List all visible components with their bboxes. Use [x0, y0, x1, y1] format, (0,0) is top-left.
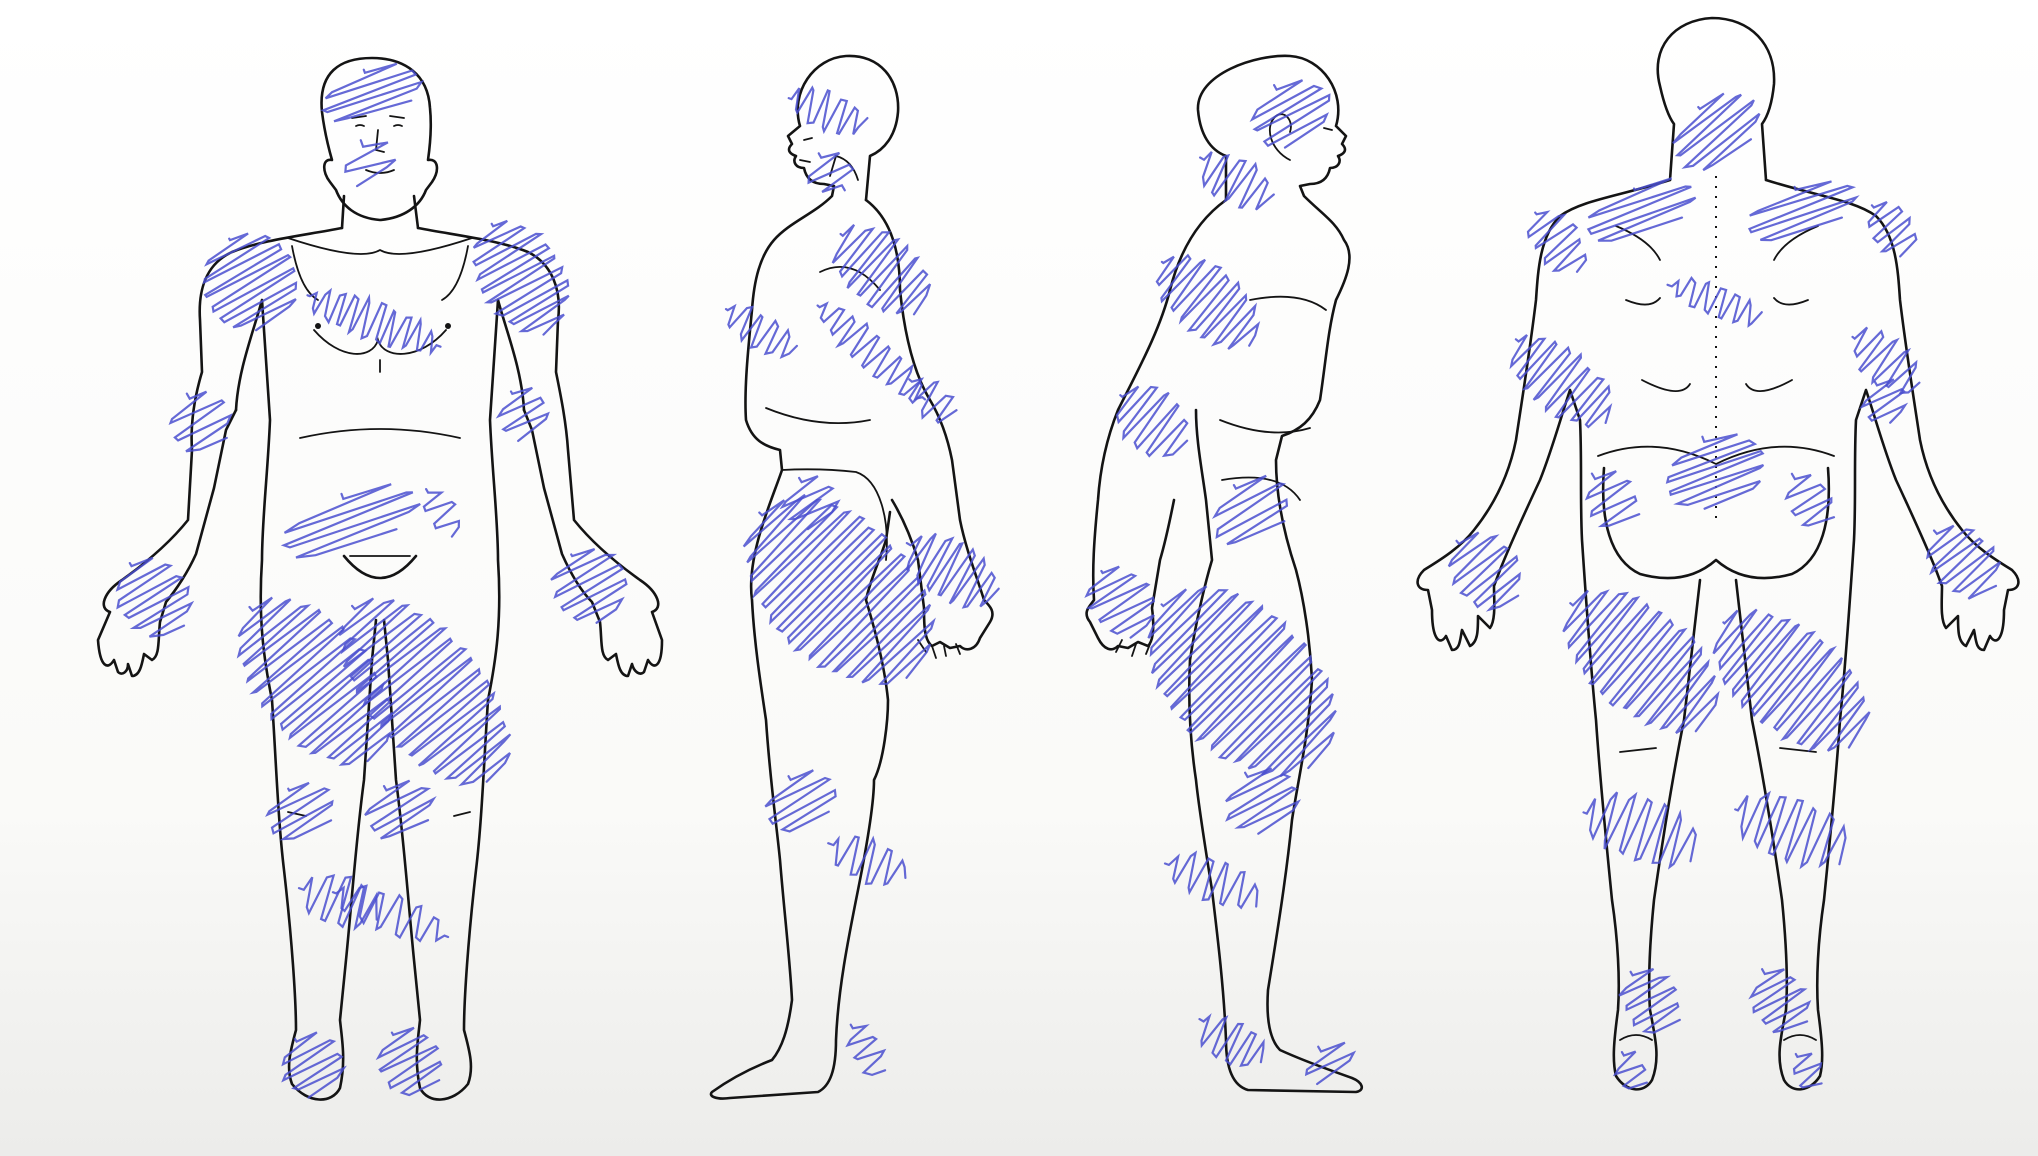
- marker-scribble: [1673, 94, 1760, 171]
- marker-scribble: [1928, 526, 2001, 599]
- marker-scribble: [1587, 471, 1639, 526]
- body-right-side-figure: [1087, 56, 1362, 1092]
- marker-scribble: [1449, 533, 1520, 610]
- marker-scribble: [1714, 610, 1870, 751]
- marker-scribble: [118, 558, 192, 637]
- marker-scribble: [1252, 80, 1329, 147]
- marker-scribble: [204, 234, 296, 331]
- marker-scribble: [323, 64, 421, 122]
- marker-scribble: [1869, 202, 1917, 256]
- marker-scribble: [1735, 793, 1845, 866]
- marker-scribble: [1215, 476, 1287, 544]
- marker-scribble: [848, 1025, 886, 1075]
- marker-scribble: [345, 140, 395, 186]
- marker-scribble: [1226, 768, 1298, 833]
- marker-scribble: [818, 304, 925, 400]
- marker-scribble: [909, 379, 956, 422]
- marker-scribble: [1157, 255, 1258, 349]
- marker-scribble: [1148, 586, 1336, 776]
- marker-scribble: [171, 392, 231, 452]
- marker-scribble: [424, 489, 459, 536]
- marker-scribble: [1087, 567, 1154, 638]
- marker-scribble: [1588, 178, 1695, 240]
- marker-scribble: [1200, 152, 1274, 210]
- marker-scribble: [833, 225, 930, 314]
- marker-scribble: [1668, 278, 1762, 326]
- marker-scribble: [782, 476, 838, 529]
- marker-scribble: [907, 534, 999, 608]
- marker-scribble: [1117, 387, 1187, 456]
- marker-scribble: [474, 221, 569, 335]
- marker-scribble: [378, 1028, 441, 1095]
- marker-scribble: [1200, 1017, 1264, 1066]
- marker-shading: [118, 64, 2001, 1098]
- marker-scribble: [809, 153, 853, 192]
- marker-scribble: [726, 306, 797, 357]
- marker-scribble: [1794, 1054, 1822, 1088]
- marker-scribble: [765, 770, 835, 831]
- marker-scribble: [1528, 212, 1586, 272]
- body-left-side-figure: [711, 56, 993, 1099]
- marker-scribble: [284, 484, 420, 557]
- marker-scribble: [1584, 792, 1696, 867]
- marker-scribble: [1751, 969, 1809, 1032]
